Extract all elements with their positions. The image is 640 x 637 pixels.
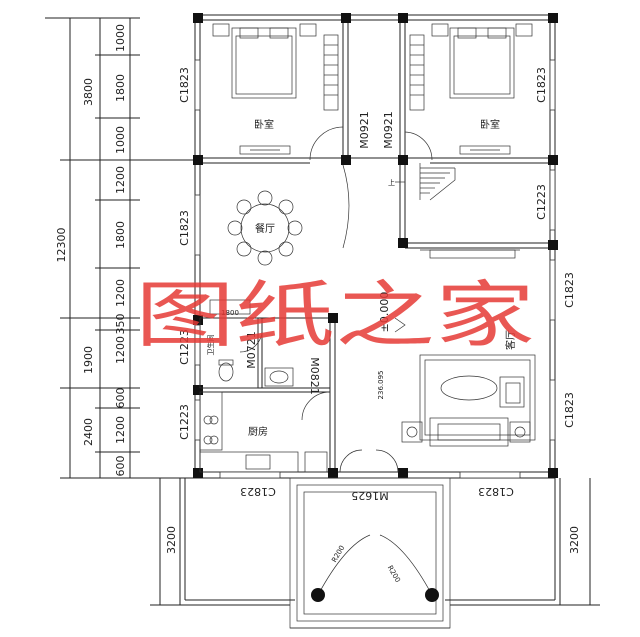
window-bottom-left: C1823 <box>240 485 276 498</box>
laundry-sink <box>264 367 294 387</box>
living-furniture <box>401 249 536 447</box>
column-mark-right: R200 <box>386 564 402 584</box>
dim-1200-a: 1200 <box>114 166 127 194</box>
window-bed-left: C1823 <box>178 67 191 103</box>
dim-1000-b: 1000 <box>114 126 127 154</box>
dim-12300: 12300 <box>55 228 68 263</box>
dim-1200-b: 1200 <box>114 279 127 307</box>
window-bath-mark <box>194 324 201 366</box>
door-swing-bed-right <box>404 131 433 161</box>
dim-1800-a: 1800 <box>114 74 127 102</box>
column-mark-left: R200 <box>330 544 346 564</box>
dining-table <box>227 190 303 266</box>
room-bed-right: 卧室 <box>480 118 500 131</box>
window-bed-left-mark <box>194 59 201 111</box>
dim-2400: 2400 <box>82 418 95 446</box>
dim-600-b: 600 <box>114 456 127 477</box>
window-living-bottom-mark <box>549 379 556 441</box>
door-bath: M0721 <box>245 331 258 369</box>
entrance-door-swing <box>339 449 399 473</box>
dining-archway <box>342 164 350 249</box>
window-living-right-bottom: C1823 <box>563 392 576 428</box>
window-bed-right-mark <box>549 59 556 111</box>
room-bath: 卫生间 <box>206 335 215 356</box>
window-kitchen-mark <box>194 399 201 441</box>
kitchen-door-swing <box>301 391 331 421</box>
window-bottom-right: C1823 <box>478 485 514 498</box>
door-kitchen: M0821 <box>308 357 321 395</box>
porch-dim-left: 3200 <box>165 526 178 554</box>
level-mark: ±0.000 <box>378 292 391 333</box>
level-arrow <box>394 317 406 333</box>
window-stair-mark <box>549 169 556 231</box>
door-bed-right: M0921 <box>382 111 395 149</box>
dim-1900: 1900 <box>82 346 95 374</box>
dim-600-a: 600 <box>114 388 127 409</box>
bed-right-furniture <box>409 23 533 155</box>
left-dimension-lines <box>45 17 200 479</box>
door-swing-bed-left <box>309 126 344 161</box>
window-bottom-left-mark <box>219 471 281 479</box>
window-bottom-right-mark <box>459 471 521 479</box>
watermark: 图纸之家 <box>135 273 535 357</box>
window-bath-left: C1223 <box>178 329 191 365</box>
bed-left-furniture <box>212 23 339 155</box>
dim-1800-b: 1800 <box>114 221 127 249</box>
living-note: 236.095 <box>377 371 385 400</box>
laundry-bowl <box>269 370 289 384</box>
toilet-tank <box>218 359 234 366</box>
room-dining: 餐厅 <box>255 222 275 235</box>
dim-1200-d: 1200 <box>114 416 127 444</box>
structural-columns <box>193 13 558 478</box>
bath-door-swing <box>239 329 263 353</box>
toilet <box>218 362 234 382</box>
window-bed-right: C1823 <box>535 67 548 103</box>
porch-dim-right: 3200 <box>568 526 581 554</box>
window-kitchen-left: C1223 <box>178 404 191 440</box>
dim-350: 350 <box>114 314 127 335</box>
dim-1000-a: 1000 <box>114 24 127 52</box>
porch <box>179 477 561 629</box>
window-living-top-mark <box>549 259 556 321</box>
dim-3800: 3800 <box>82 78 95 106</box>
door-entrance: M1625 <box>351 489 389 502</box>
window-stair-right: C1223 <box>535 184 548 220</box>
bath-top-bar <box>209 299 251 315</box>
stair-label: 上 <box>388 178 395 187</box>
stair <box>395 163 456 201</box>
room-living: 客厅 <box>504 330 517 350</box>
room-bed-left: 卧室 <box>254 118 274 131</box>
window-dining-mark <box>194 194 201 256</box>
dim-1200-c: 1200 <box>114 336 127 364</box>
door-top-small: 1800 <box>221 309 239 317</box>
door-bed-left: M0921 <box>358 111 371 149</box>
window-living-right-top: C1823 <box>563 272 576 308</box>
window-dining-left: C1823 <box>178 210 191 246</box>
exterior-walls <box>194 14 556 479</box>
room-kitchen: 厨房 <box>248 425 268 438</box>
